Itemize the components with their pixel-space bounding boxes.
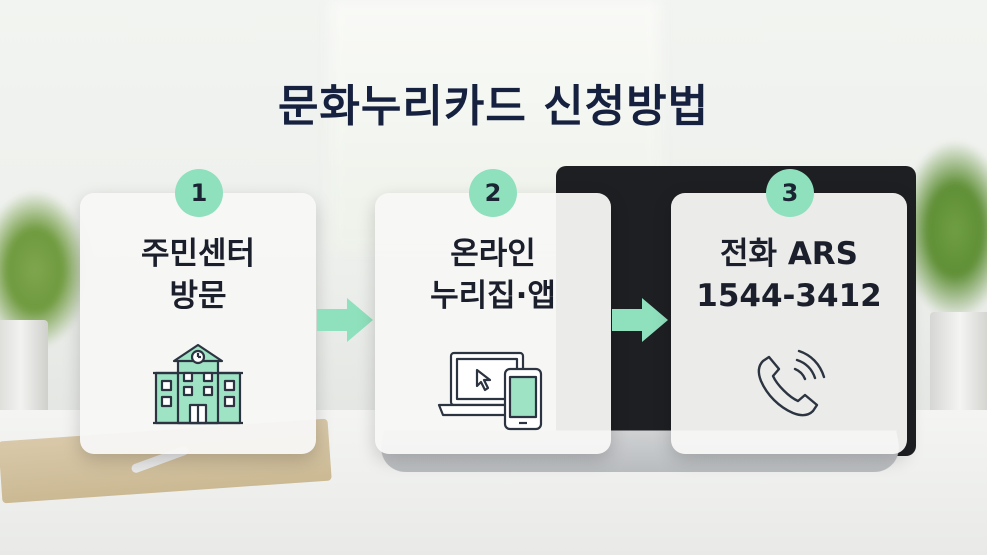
arrow-right-icon — [317, 298, 375, 346]
step-3-badge: 3 — [766, 169, 814, 217]
step-3-title: 전화 ARS 1544-3412 — [671, 233, 907, 317]
step-2-title: 온라인 누리집·앱 — [375, 233, 611, 317]
step-1-line1: 주민센터 — [140, 236, 256, 272]
step-card-3: 전화 ARS 1544-3412 — [671, 193, 907, 454]
step-card-2: 온라인 누리집·앱 — [375, 193, 611, 454]
phone-icon — [749, 343, 829, 427]
step-2-line2: 누리집·앱 — [430, 278, 556, 314]
page-title: 문화누리카드 신청방법 — [277, 81, 710, 132]
building-icon — [152, 343, 244, 431]
step-card-1: 주민센터 방문 — [80, 193, 316, 454]
step-2-line1: 온라인 — [450, 236, 536, 272]
pot-left — [0, 320, 48, 415]
step-1-badge: 1 — [175, 169, 223, 217]
step-3-line1: 전화 ARS — [719, 236, 859, 272]
step-3-line2: 1544-3412 — [696, 278, 882, 314]
step-1-line2: 방문 — [169, 278, 227, 314]
arrow-right-icon — [612, 298, 670, 346]
step-2-badge: 2 — [469, 169, 517, 217]
laptop-phone-icon — [437, 343, 549, 437]
step-1-title: 주민센터 방문 — [80, 233, 316, 317]
pot-right — [930, 312, 987, 422]
